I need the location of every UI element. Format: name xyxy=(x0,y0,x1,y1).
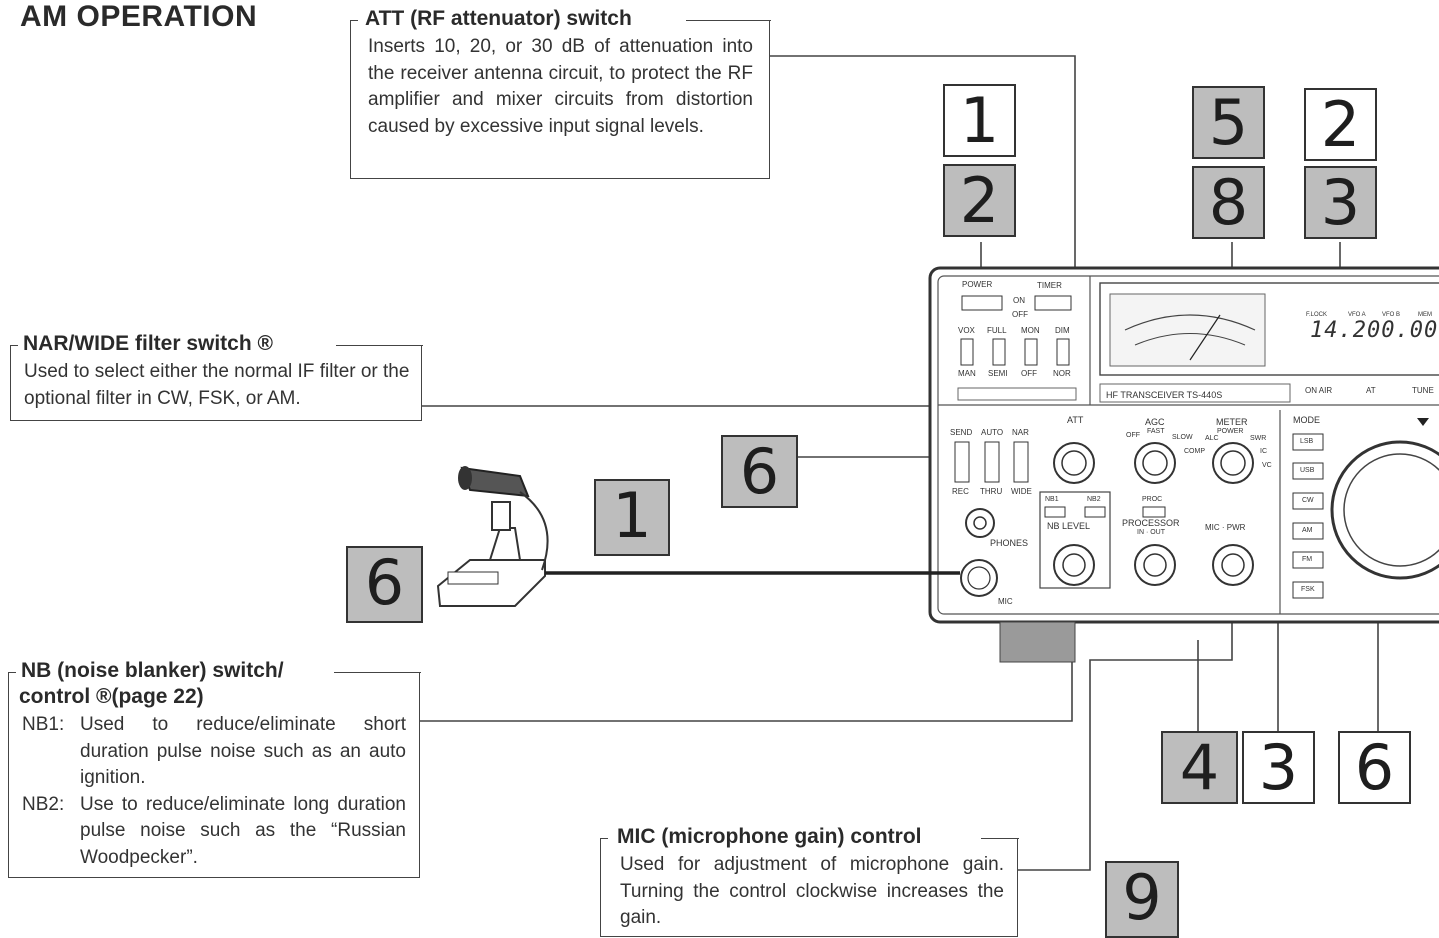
nar-callout: NAR/WIDE filter switch ® Used to select … xyxy=(9,332,423,421)
step-2-top: 2 xyxy=(943,164,1016,237)
step-1-top: 1 xyxy=(943,84,1016,157)
step-6-mid: 6 xyxy=(721,435,798,508)
nb-heading-line1: NB (noise blanker) switch/ xyxy=(19,659,288,683)
mic-heading: MIC (microphone gain) control xyxy=(615,825,926,849)
mic-body: Used for adjustment of microphone gain. … xyxy=(620,854,1004,928)
mic-callout: MIC (microphone gain) control Used for a… xyxy=(599,825,1019,937)
att-heading: ATT (RF attenuator) switch xyxy=(363,7,636,31)
page-title: AM OPERATION xyxy=(20,0,258,33)
microphone-illustration xyxy=(436,466,960,607)
step-1-mic: 1 xyxy=(594,479,670,556)
step-9: 9 xyxy=(1105,861,1179,938)
step-8: 8 xyxy=(1192,166,1265,239)
nb2-item-text: Use to reduce/eliminate long duration pu… xyxy=(80,793,406,868)
nb2-item-label: NB2: xyxy=(22,793,65,815)
nb1-item: NB1: Used to reduce/eliminate short dura… xyxy=(22,712,406,792)
transceiver-front-panel xyxy=(928,266,1439,663)
nar-body: Used to select either the normal IF filt… xyxy=(24,361,410,409)
nb1-item-text: Used to reduce/eliminate short duration … xyxy=(80,714,406,788)
step-3-bottom: 3 xyxy=(1242,731,1315,804)
step-6-bottom: 6 xyxy=(1338,731,1411,804)
step-5: 5 xyxy=(1192,86,1265,159)
nb-heading-line2: control ®(page 22) xyxy=(19,685,204,709)
nb1-item-label: NB1: xyxy=(22,714,65,735)
step-4: 4 xyxy=(1161,731,1238,804)
step-6-mic: 6 xyxy=(346,546,423,623)
att-body: Inserts 10, 20, or 30 dB of attenuation … xyxy=(368,36,753,137)
step-2-right: 2 xyxy=(1304,88,1377,161)
att-callout: ATT (RF attenuator) switch Inserts 10, 2… xyxy=(349,7,771,179)
nb-callout: NB (noise blanker) switch/ control ®(pag… xyxy=(7,659,421,878)
nb2-item: NB2: Use to reduce/eliminate long durati… xyxy=(22,792,406,872)
step-3-right: 3 xyxy=(1304,166,1377,239)
nar-heading: NAR/WIDE filter switch ® xyxy=(21,332,277,356)
